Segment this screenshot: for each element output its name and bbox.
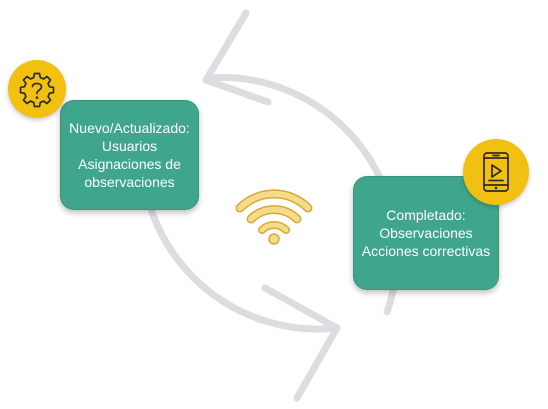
- new-updated-box: Nuevo/Actualizado: Usuarios Asignaciones…: [60, 100, 199, 210]
- assignments-label: Asignaciones de: [78, 156, 181, 172]
- observations-completed-label: Observaciones: [379, 225, 473, 241]
- wifi-signal-icon: [235, 189, 313, 245]
- completed-title: Completado:: [386, 207, 466, 223]
- users-label: Usuarios: [101, 138, 158, 154]
- observations-label: observaciones: [84, 174, 175, 190]
- new-updated-title: Nuevo/Actualizado:: [69, 120, 190, 136]
- corrective-actions-label: Acciones correctivas: [361, 243, 491, 259]
- cycle-arrowhead-bottom: [261, 284, 341, 402]
- mobile-play-icon: [483, 152, 509, 192]
- gear-question-badge: [8, 60, 66, 118]
- mobile-play-badge: [463, 139, 529, 205]
- cycle-arrowhead-top: [202, 9, 272, 106]
- gear-question-icon: [19, 72, 55, 108]
